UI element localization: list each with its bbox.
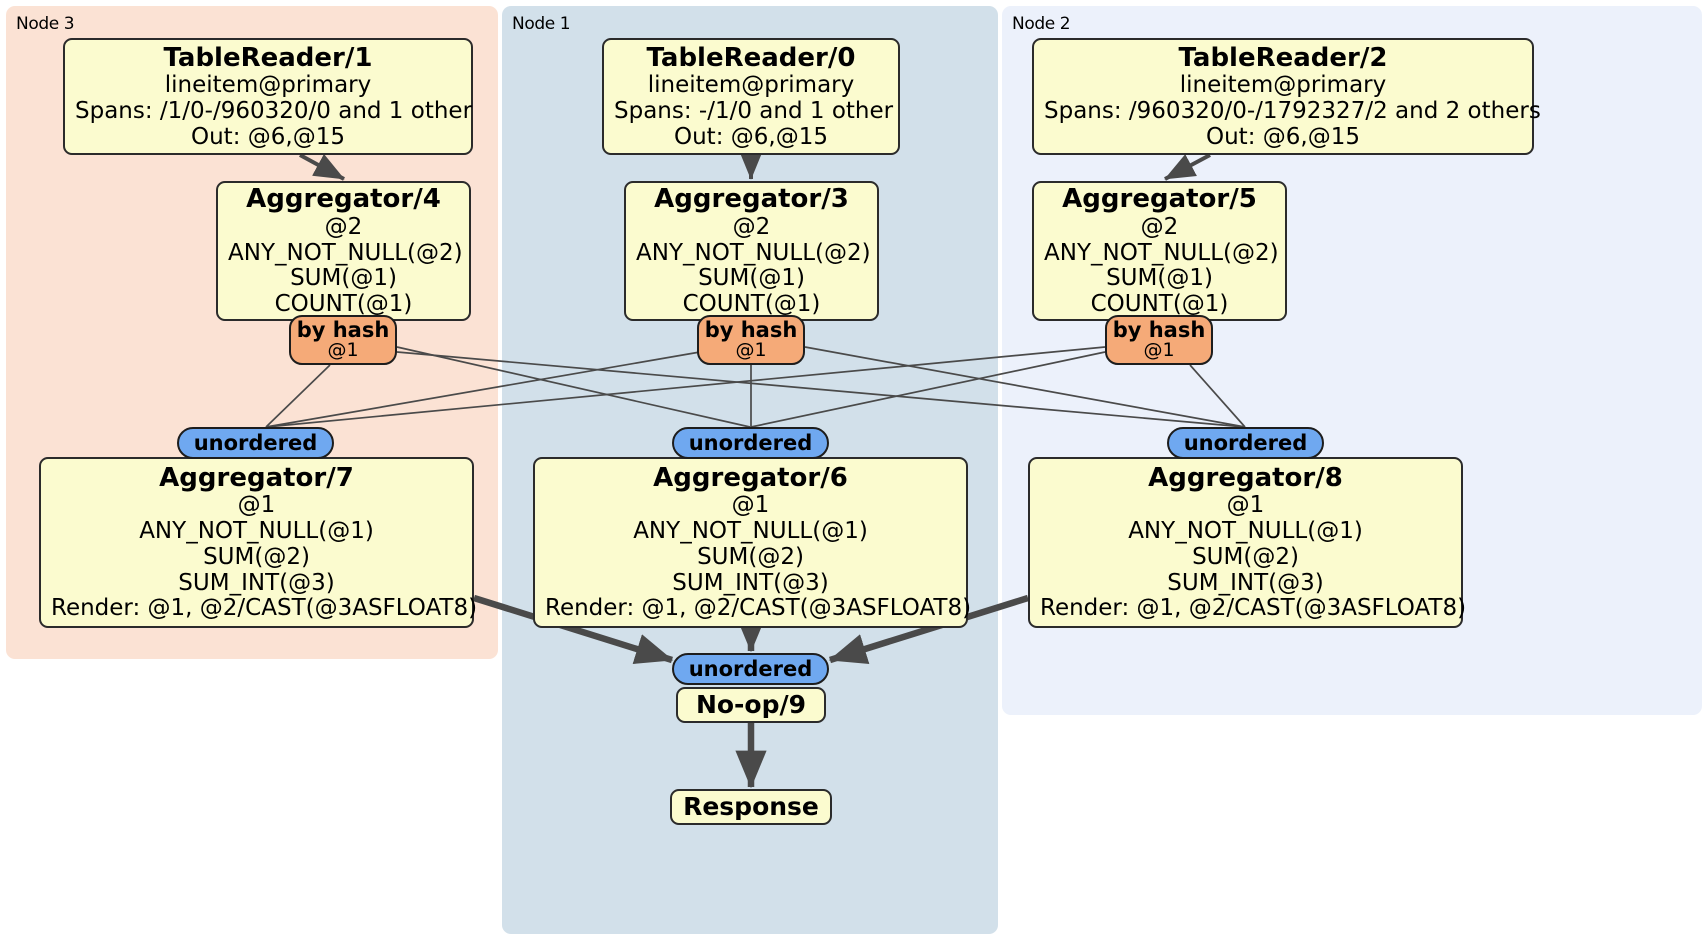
processor-detail-line: @2 xyxy=(732,213,771,240)
processor-detail-line: SUM_INT(@3) xyxy=(178,569,335,596)
unordered-badge-label: unordered xyxy=(1183,430,1308,455)
processor-title: Response xyxy=(683,792,819,822)
unordered-badge-label: unordered xyxy=(193,430,318,455)
processor-detail-line: SUM(@1) xyxy=(698,265,805,292)
processor-detail-line: lineitem@primary xyxy=(1179,72,1387,99)
edge-hash4-to-unordered6 xyxy=(396,346,751,428)
processor-detail-line: SUM(@2) xyxy=(203,543,310,570)
processor-response[interactable]: Response xyxy=(670,789,832,825)
processor-title: TableReader/2 xyxy=(1178,42,1388,73)
processor-detail-line: @2 xyxy=(1140,213,1179,240)
processor-detail-line: ANY_NOT_NULL(@2) xyxy=(1044,239,1279,266)
hash-badge-column: @1 xyxy=(1143,339,1175,362)
processor-detail-line: ANY_NOT_NULL(@1) xyxy=(139,518,374,545)
processor-title: TableReader/0 xyxy=(646,42,856,73)
edge-hash5-to-unordered8 xyxy=(1189,364,1246,428)
processor-detail-line: SUM(@2) xyxy=(1192,543,1299,570)
processor-title: TableReader/1 xyxy=(163,42,373,73)
unordered-badge-label: unordered xyxy=(688,430,813,455)
processor-detail-line: Spans: -/1/0 and 1 other xyxy=(614,97,894,124)
processor-detail-line: Spans: /1/0-/960320/0 and 1 other xyxy=(75,97,473,124)
hash-badge-column: @1 xyxy=(735,339,767,362)
edge-aggregator8-to-unordered9 xyxy=(828,594,1029,665)
processor-detail-line: ANY_NOT_NULL(@1) xyxy=(633,518,868,545)
node-label-node2: Node 2 xyxy=(1012,14,1071,34)
edge-hash4-to-unordered8 xyxy=(396,351,1246,428)
hash-badge-label: by hash xyxy=(296,318,390,342)
processor-title: Aggregator/7 xyxy=(159,462,354,493)
processor-detail-line: COUNT(@1) xyxy=(682,291,821,318)
processor-detail-line: Out: @6,@15 xyxy=(191,123,345,150)
unordered-synchronizer-badge-unordered9[interactable]: unordered xyxy=(672,653,829,685)
processor-detail-line: ANY_NOT_NULL(@2) xyxy=(228,239,463,266)
edge-hash3-to-unordered7 xyxy=(265,351,701,428)
processor-detail-line: Spans: /960320/0-/1792327/2 and 2 others xyxy=(1044,97,1541,124)
hash-badge-label: by hash xyxy=(704,318,798,342)
processor-detail-line: SUM(@2) xyxy=(697,543,804,570)
unordered-synchronizer-badge-unordered7[interactable]: unordered xyxy=(177,427,334,459)
processor-title: Aggregator/5 xyxy=(1062,184,1257,215)
processor-detail-line: ANY_NOT_NULL(@1) xyxy=(1128,518,1363,545)
processor-detail-line: Out: @6,@15 xyxy=(674,123,828,150)
hash-badge-column: @1 xyxy=(327,339,359,362)
unordered-badge-label: unordered xyxy=(688,656,813,681)
node-label-node3: Node 3 xyxy=(16,14,75,34)
processor-title: Aggregator/6 xyxy=(653,462,848,493)
processor-detail-line: lineitem@primary xyxy=(647,72,855,99)
processor-title: Aggregator/4 xyxy=(246,184,441,215)
processor-noop9[interactable]: No-op/9 xyxy=(676,687,826,723)
edge-aggregator7-to-unordered9 xyxy=(473,594,674,665)
processor-title: Aggregator/8 xyxy=(1148,462,1343,493)
hash-router-badge-hash5[interactable]: by hash@1 xyxy=(1105,315,1213,365)
unordered-synchronizer-badge-unordered8[interactable]: unordered xyxy=(1167,427,1324,459)
processor-title: No-op/9 xyxy=(695,690,807,720)
processor-detail-line: COUNT(@1) xyxy=(1090,291,1229,318)
hash-router-badge-hash3[interactable]: by hash@1 xyxy=(697,315,805,365)
node-label-node1: Node 1 xyxy=(512,14,571,34)
edge-tablereader1-to-aggregator4 xyxy=(299,153,345,181)
processor-detail-line: SUM_INT(@3) xyxy=(672,569,829,596)
processor-detail-line: ANY_NOT_NULL(@2) xyxy=(636,239,871,266)
edge-tablereader2-to-aggregator5 xyxy=(1164,153,1211,181)
hash-router-badge-hash4[interactable]: by hash@1 xyxy=(289,315,397,365)
unordered-synchronizer-badge-unordered6[interactable]: unordered xyxy=(672,427,829,459)
processor-title: Aggregator/3 xyxy=(654,184,849,215)
edge-hash4-to-unordered7 xyxy=(265,364,331,428)
processor-detail-line: Out: @6,@15 xyxy=(1206,123,1360,150)
processor-detail-line: SUM_INT(@3) xyxy=(1167,569,1324,596)
processor-detail-line: SUM(@1) xyxy=(290,265,397,292)
processor-detail-line: Render: @1, @2/CAST(@3ASFLOAT8) xyxy=(545,595,972,622)
edge-hash5-to-unordered6 xyxy=(750,351,1106,428)
processor-detail-line: Render: @1, @2/CAST(@3ASFLOAT8) xyxy=(51,595,478,622)
processor-detail-line: COUNT(@1) xyxy=(274,291,413,318)
edge-hash5-to-unordered7 xyxy=(265,346,1106,428)
processor-detail-line: Render: @1, @2/CAST(@3ASFLOAT8) xyxy=(1040,595,1467,622)
processor-detail-line: lineitem@primary xyxy=(164,72,372,99)
edge-hash3-to-unordered8 xyxy=(804,346,1246,428)
hash-badge-label: by hash xyxy=(1112,318,1206,342)
processor-detail-line: @1 xyxy=(731,492,770,519)
processor-detail-line: SUM(@1) xyxy=(1106,265,1213,292)
processor-detail-line: @1 xyxy=(1226,492,1265,519)
processor-detail-line: @1 xyxy=(237,492,276,519)
processor-detail-line: @2 xyxy=(324,213,363,240)
